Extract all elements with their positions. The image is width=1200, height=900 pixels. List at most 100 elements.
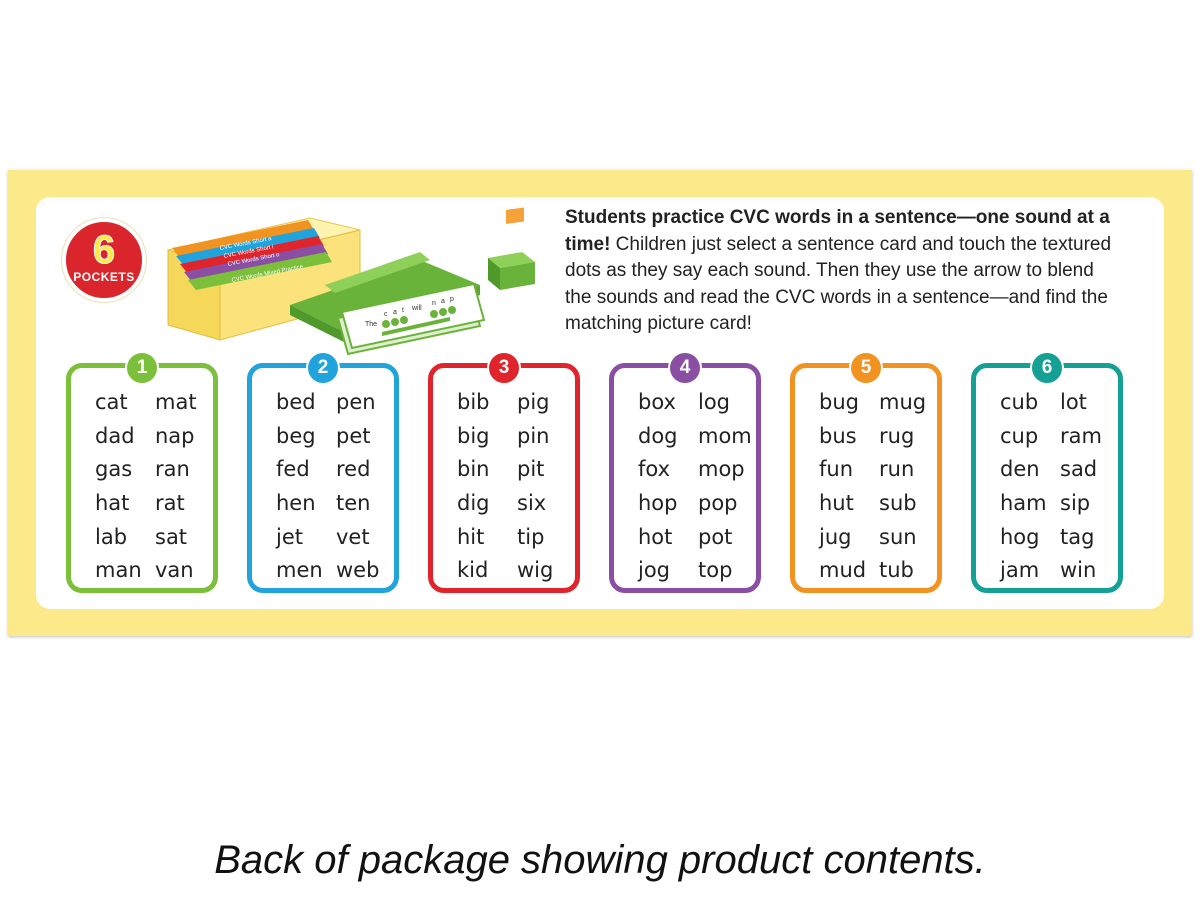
word: jug <box>819 524 852 549</box>
word: sad <box>1060 457 1098 482</box>
sentence-card-letter-p: p <box>450 296 454 303</box>
pockets-badge: 6 POCKETS <box>62 218 146 302</box>
word: den <box>1000 457 1040 482</box>
word: pen <box>336 390 376 414</box>
card-number: 3 <box>487 351 521 385</box>
word: cub <box>1000 390 1039 414</box>
word: bib <box>457 390 490 414</box>
word: mop <box>698 457 745 482</box>
word: mud <box>819 558 867 583</box>
word: dog <box>638 423 678 448</box>
word: fun <box>819 457 854 482</box>
word: men <box>276 558 323 583</box>
word: hit <box>457 524 485 549</box>
word: hog <box>1000 524 1040 549</box>
word: tub <box>879 558 914 583</box>
word: sub <box>879 491 917 516</box>
word: beg <box>276 423 316 448</box>
word: jam <box>1000 558 1040 583</box>
word: bin <box>457 457 490 482</box>
word: van <box>155 558 194 583</box>
word: sat <box>155 524 188 549</box>
word: hop <box>638 491 678 516</box>
word: bus <box>819 423 857 448</box>
word: jog <box>638 558 671 583</box>
word: top <box>698 558 733 583</box>
word: kid <box>457 558 489 583</box>
word: ram <box>1060 423 1102 448</box>
card-number: 2 <box>306 351 340 385</box>
sentence-card-letter-a2: a <box>441 298 445 305</box>
word: lot <box>1060 390 1087 414</box>
word: red <box>336 457 371 482</box>
card-number: 4 <box>668 351 702 385</box>
word: pin <box>517 423 550 448</box>
word: cat <box>95 390 128 414</box>
word: gas <box>95 457 133 482</box>
word: run <box>879 457 915 482</box>
word: rat <box>155 491 185 516</box>
word: bug <box>819 390 859 414</box>
sentence-card-mid: will <box>411 305 422 312</box>
description-body: Children just select a sentence card and… <box>565 233 1112 335</box>
sentence-card-prefix: The <box>365 321 377 328</box>
word: bed <box>276 390 316 414</box>
sentence-card-letter-a: a <box>393 309 397 316</box>
product-illustration: CVC Words Short a CVC Words Short i CVC … <box>167 207 535 356</box>
word: sip <box>1060 491 1091 516</box>
word: box <box>638 390 676 414</box>
word: nap <box>155 423 195 448</box>
sentence-card-stack: The c a t will n a p <box>336 282 486 356</box>
word: ham <box>1000 491 1047 516</box>
word: fed <box>276 457 310 482</box>
card-number: 5 <box>849 351 883 385</box>
card-number: 1 <box>125 351 159 385</box>
word: web <box>336 558 380 583</box>
word: pet <box>336 423 371 448</box>
picture-card-cube <box>488 207 535 290</box>
word: vet <box>336 524 370 549</box>
sentence-card-letter-n: n <box>432 300 436 307</box>
badge-label: POCKETS <box>73 270 135 284</box>
image-caption: Back of package showing product contents… <box>214 838 986 882</box>
word: log <box>698 390 731 414</box>
word: tag <box>1060 524 1095 549</box>
product-description: Students practice CVC words in a sentenc… <box>565 205 1125 338</box>
word: man <box>95 558 142 583</box>
word: sun <box>879 524 917 549</box>
word: rug <box>879 423 915 448</box>
word: hat <box>95 491 130 516</box>
word: cup <box>1000 423 1039 448</box>
word: pit <box>517 457 545 482</box>
word: win <box>1060 558 1097 583</box>
word: ran <box>155 457 190 482</box>
word: big <box>457 423 490 448</box>
word: pop <box>698 491 738 516</box>
word: hot <box>638 524 673 549</box>
word: pot <box>698 524 733 549</box>
word: tip <box>517 524 545 549</box>
word: six <box>517 491 547 516</box>
word: hen <box>276 491 316 516</box>
word: jet <box>276 524 303 549</box>
sentence-card-letter-c: c <box>384 311 388 318</box>
word: dad <box>95 423 135 448</box>
word: mat <box>155 390 197 414</box>
sentence-card-letter-t: t <box>402 307 404 314</box>
word: wig <box>517 558 554 583</box>
word: dig <box>457 491 490 516</box>
word: hut <box>819 491 854 516</box>
word: lab <box>95 524 128 549</box>
word: mug <box>879 390 927 414</box>
